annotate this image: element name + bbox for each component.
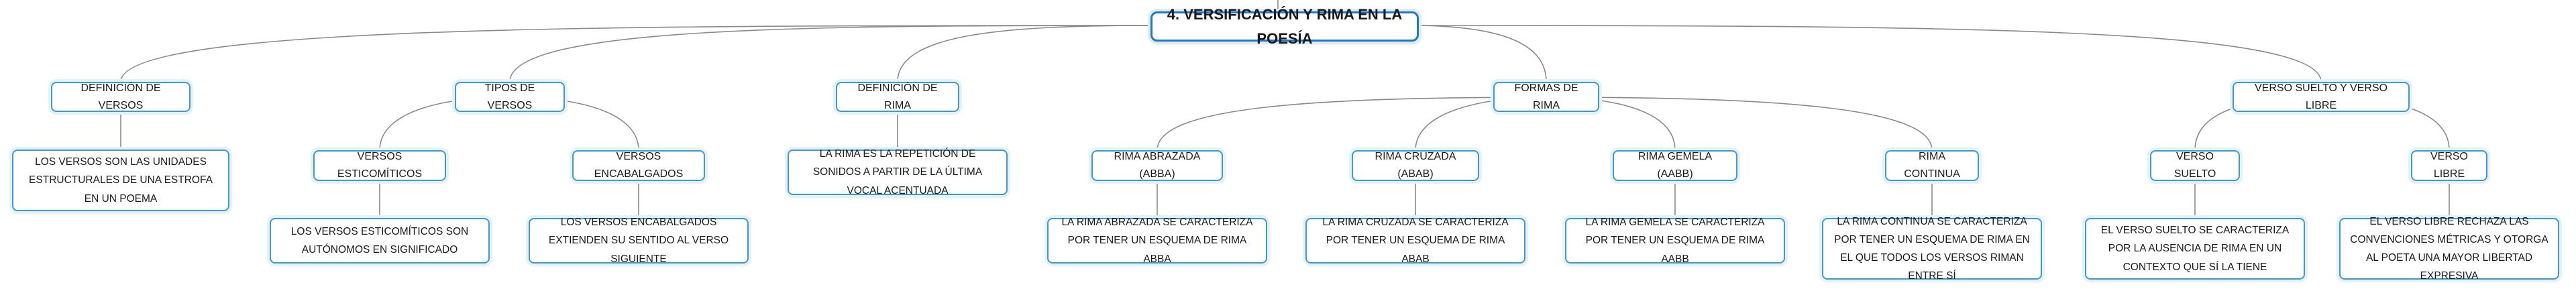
- subtopic-rima-continua[interactable]: RIMA CONTINUA: [1885, 150, 1979, 181]
- connector-root-definicion-versos: [120, 25, 1151, 82]
- text-versos-esticomiticos-content: LOS VERSOS ESTICOMÍTICOS SON AUTÓNOMOS E…: [290, 225, 469, 255]
- topic-definicion-de-rima-label: DEFINICIÓN DE RIMA: [857, 82, 938, 111]
- text-definicion-de-versos[interactable]: LOS VERSOS SON LAS UNIDADES ESTRUCTURALE…: [12, 150, 229, 211]
- subtopic-rima-gemela[interactable]: RIMA GEMELA (AABB): [1613, 150, 1737, 181]
- subtopic-rima-abrazada[interactable]: RIMA ABRAZADA (ABBA): [1091, 150, 1223, 181]
- subtopic-versos-encabalgados-label: VERSOS ENCABALGADOS: [594, 151, 684, 180]
- topic-definicion-de-versos[interactable]: DEFINICIÓN DE VERSOS: [51, 82, 191, 112]
- text-verso-libre-content: EL VERSO LIBRE RECHAZA LAS CONVENCIONES …: [2350, 215, 2548, 282]
- subtopic-rima-cruzada[interactable]: RIMA CRUZADA (ABAB): [1352, 150, 1479, 181]
- text-definicion-de-versos-content: LOS VERSOS SON LAS UNIDADES ESTRUCTURALE…: [29, 156, 213, 205]
- text-verso-suelto[interactable]: EL VERSO SUELTO SE CARACTERIZA POR LA AU…: [2085, 218, 2305, 280]
- text-definicion-de-rima[interactable]: LA RIMA ES LA REPETICIÓN DE SONIDOS A PA…: [788, 148, 1008, 196]
- connector-root-tipos-versos: [509, 25, 1151, 82]
- subtopic-rima-gemela-label: RIMA GEMELA (AABB): [1638, 151, 1713, 180]
- text-verso-libre[interactable]: EL VERSO LIBRE RECHAZA LAS CONVENCIONES …: [2339, 216, 2559, 282]
- text-rima-continua[interactable]: LA RIMA CONTINUA SE CARACTERIZA POR TENE…: [1822, 216, 2042, 282]
- text-verso-suelto-content: EL VERSO SUELTO SE CARACTERIZA POR LA AU…: [2100, 225, 2290, 273]
- text-versos-esticomiticos[interactable]: LOS VERSOS ESTICOMÍTICOS SON AUTÓNOMOS E…: [270, 218, 490, 264]
- topic-verso-suelto-y-verso-libre[interactable]: VERSO SUELTO Y VERSO LIBRE: [2233, 82, 2410, 112]
- topic-verso-suelto-y-verso-libre-label: VERSO SUELTO Y VERSO LIBRE: [2255, 82, 2387, 111]
- subtopic-versos-esticomiticos[interactable]: VERSOS ESTICOMÍTICOS: [313, 150, 446, 181]
- text-rima-continua-content: LA RIMA CONTINUA SE CARACTERIZA POR TENE…: [1834, 215, 2030, 282]
- root-topic[interactable]: 4. VERSIFICACIÓN Y RIMA EN LA POESÍA: [1150, 6, 1419, 47]
- text-versos-encabalgados[interactable]: LOS VERSOS ENCABALGADOS EXTIENDEN SU SEN…: [529, 217, 749, 265]
- topic-tipos-de-versos-label: TIPOS DE VERSOS: [484, 82, 535, 111]
- subtopic-rima-abrazada-label: RIMA ABRAZADA (ABBA): [1114, 151, 1201, 180]
- subtopic-verso-libre[interactable]: VERSO LIBRE: [2411, 150, 2487, 181]
- connector-root-definicion-rima: [897, 25, 1151, 82]
- text-rima-cruzada[interactable]: LA RIMA CRUZADA SE CARACTERIZA POR TENER…: [1305, 217, 1525, 265]
- connector-formas-continua: [1546, 97, 1933, 151]
- topic-tipos-de-versos[interactable]: TIPOS DE VERSOS: [455, 82, 565, 112]
- subtopic-verso-libre-label: VERSO LIBRE: [2430, 151, 2468, 180]
- text-rima-gemela-content: LA RIMA GEMELA SE CARACTERIZA POR TENER …: [1585, 217, 1765, 265]
- topic-definicion-de-rima[interactable]: DEFINICIÓN DE RIMA: [836, 82, 959, 112]
- connector-root-verso-suelto-libre: [1418, 25, 2322, 82]
- text-versos-encabalgados-content: LOS VERSOS ENCABALGADOS EXTIENDEN SU SEN…: [548, 217, 729, 265]
- text-rima-abrazada-content: LA RIMA ABRAZADA SE CARACTERIZA POR TENE…: [1061, 217, 1253, 265]
- subtopic-verso-suelto-label: VERSO SUELTO: [2174, 151, 2216, 180]
- text-rima-gemela[interactable]: LA RIMA GEMELA SE CARACTERIZA POR TENER …: [1565, 217, 1785, 265]
- subtopic-verso-suelto[interactable]: VERSO SUELTO: [2150, 150, 2240, 181]
- topic-definicion-de-versos-label: DEFINICIÓN DE VERSOS: [80, 82, 161, 111]
- connector-formas-abrazada: [1157, 97, 1547, 151]
- text-rima-cruzada-content: LA RIMA CRUZADA SE CARACTERIZA POR TENER…: [1322, 217, 1509, 265]
- topic-formas-de-rima-label: FORMAS DE RIMA: [1514, 82, 1578, 111]
- subtopic-rima-cruzada-label: RIMA CRUZADA (ABAB): [1375, 151, 1456, 180]
- subtopic-versos-esticomiticos-label: VERSOS ESTICOMÍTICOS: [337, 151, 423, 180]
- topic-formas-de-rima[interactable]: FORMAS DE RIMA: [1493, 82, 1599, 112]
- root-topic-label: 4. VERSIFICACIÓN Y RIMA EN LA POESÍA: [1167, 6, 1403, 47]
- subtopic-rima-continua-label: RIMA CONTINUA: [1904, 151, 1960, 180]
- text-rima-abrazada[interactable]: LA RIMA ABRAZADA SE CARACTERIZA POR TENE…: [1047, 217, 1267, 265]
- text-definicion-de-rima-content: LA RIMA ES LA REPETICIÓN DE SONIDOS A PA…: [812, 148, 983, 196]
- connector-root-formas-rima: [1418, 25, 1547, 82]
- subtopic-versos-encabalgados[interactable]: VERSOS ENCABALGADOS: [572, 150, 705, 181]
